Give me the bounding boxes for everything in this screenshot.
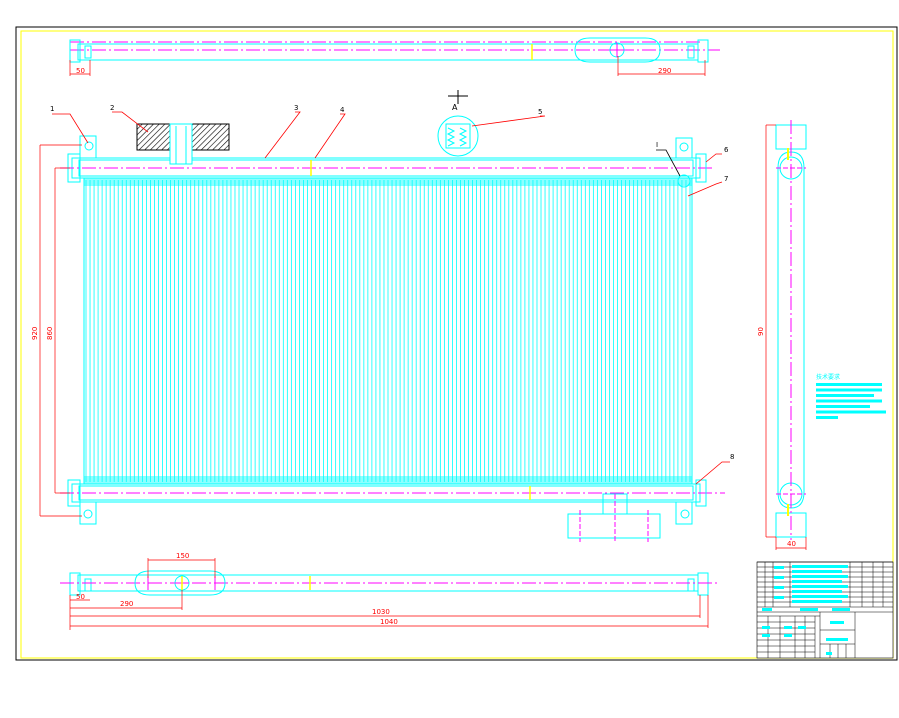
title-block-text <box>792 565 848 568</box>
balloon-labels: 1 2 3 4 5 6 7 8 I <box>50 104 734 461</box>
title-block-text <box>762 634 770 637</box>
dim-top-left: 50 <box>76 67 85 75</box>
title-block-text <box>784 626 792 629</box>
balloon-4: 4 <box>340 106 345 114</box>
title-block-text <box>792 580 842 583</box>
balloon-8: 8 <box>730 453 734 461</box>
detail-label: I <box>656 141 658 149</box>
bottom-view <box>60 570 720 596</box>
title-block-text <box>784 634 792 637</box>
notes-line <box>816 383 882 386</box>
title-block-text <box>792 570 842 573</box>
notes-line <box>816 405 870 408</box>
title-block-text <box>762 608 772 611</box>
title-block-text <box>800 608 818 611</box>
bottom-view-dimensions <box>69 558 709 630</box>
notes-line <box>816 394 874 397</box>
notes-line <box>816 416 838 419</box>
dim-bottom-holes: 150 <box>176 552 189 560</box>
detail-leader <box>656 149 681 177</box>
title-block-text <box>774 596 784 599</box>
dim-bottom-total: 1040 <box>380 618 398 626</box>
title-block-text <box>792 595 848 598</box>
notes-heading: 技术要求 <box>816 373 840 381</box>
section-detail <box>437 115 479 157</box>
section-label: A <box>452 103 458 112</box>
dim-top-right: 290 <box>658 67 671 75</box>
dim-bottom-offset: 290 <box>120 600 133 608</box>
side-view-dimensions <box>765 124 807 550</box>
title-block-text <box>826 652 832 655</box>
side-view <box>775 120 807 540</box>
front-view <box>60 123 725 542</box>
notes-line <box>816 399 882 403</box>
top-view-dimensions <box>69 56 706 76</box>
balloon-2: 2 <box>110 104 114 112</box>
title-block-text <box>774 566 784 569</box>
notes-line <box>816 388 882 392</box>
balloon-6: 6 <box>724 146 729 154</box>
tube-header-bottom-fill <box>84 476 692 484</box>
title-block-grid <box>757 561 893 658</box>
outer-frame <box>15 26 898 661</box>
title-block-text <box>792 590 842 593</box>
balloon-5: 5 <box>538 108 542 116</box>
title-block-text <box>830 621 844 624</box>
tube-header-top-fill <box>84 178 692 186</box>
balloon-7: 7 <box>724 175 728 183</box>
title-block-text <box>774 576 784 579</box>
dim-bottom-left: 50 <box>76 593 85 601</box>
dim-left-inner: 860 <box>46 327 54 340</box>
title-block-text <box>792 600 842 603</box>
title-block-text <box>792 585 848 588</box>
notes-line <box>816 410 886 414</box>
title-block-text <box>826 638 848 641</box>
balloon-3: 3 <box>294 104 298 112</box>
section-mark <box>448 90 468 104</box>
inner-frame <box>20 30 894 659</box>
leaders <box>52 111 730 485</box>
title-block-text <box>774 586 784 589</box>
tube-core-frame <box>83 177 693 485</box>
balloon-1: 1 <box>50 105 54 113</box>
technical-notes <box>816 383 886 419</box>
tube-core <box>84 178 692 484</box>
dim-left-outer: 920 <box>31 327 39 340</box>
title-block-text <box>792 575 848 578</box>
title-block-text <box>762 626 770 629</box>
dim-bottom-inner: 1030 <box>372 608 390 616</box>
front-view-dimensions <box>39 144 82 517</box>
title-block-text <box>832 608 850 611</box>
title-block-text <box>798 626 806 629</box>
dim-side-height: 90 <box>757 327 765 336</box>
dim-side-bottom: 40 <box>787 540 796 548</box>
top-view <box>69 37 720 63</box>
